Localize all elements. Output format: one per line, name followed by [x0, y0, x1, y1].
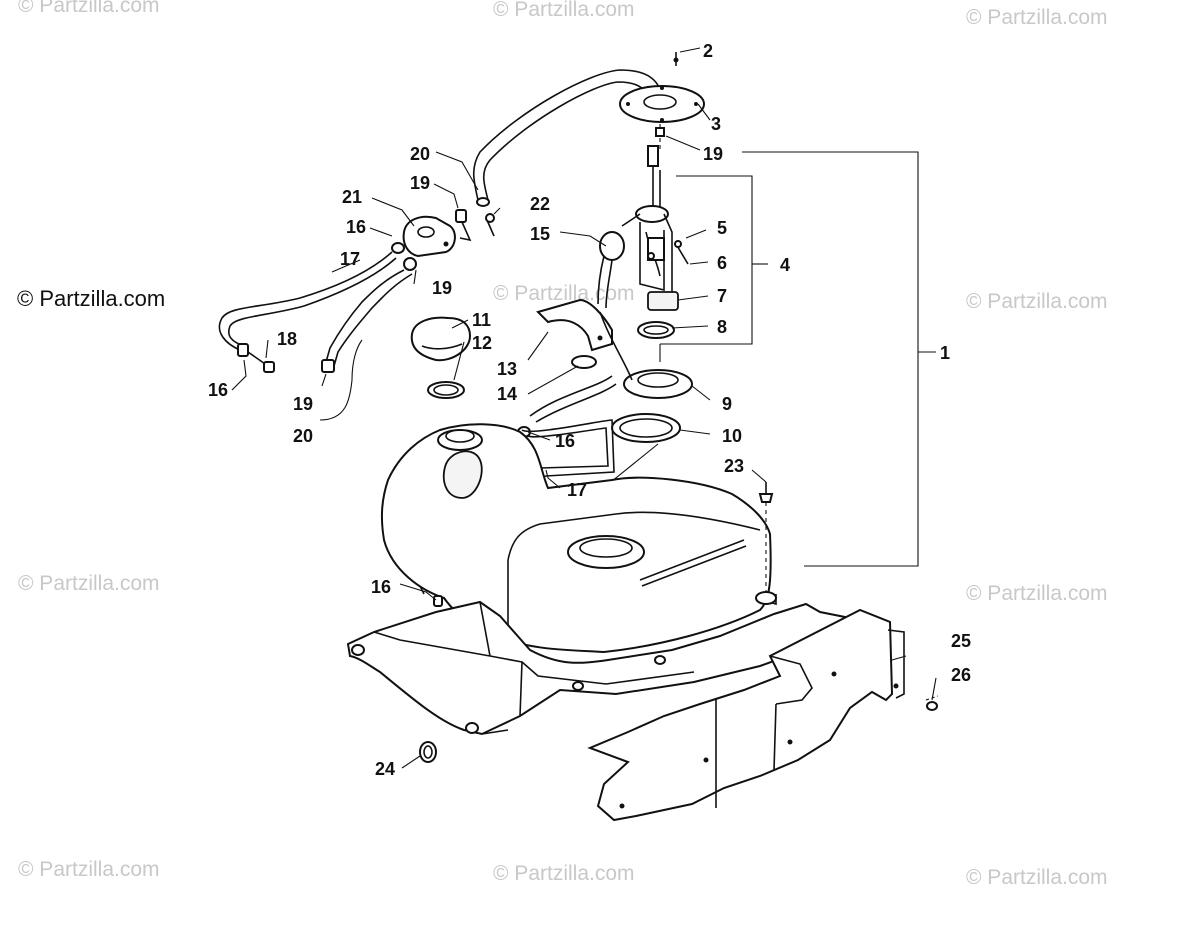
- tank-mount-frame: [346, 600, 890, 736]
- fuel-tank: [380, 423, 777, 654]
- leader-lines: [231, 47, 937, 769]
- watermark-left-dark: © Partzilla.com: [17, 286, 166, 311]
- callout-6: 6: [717, 253, 728, 273]
- callout-24: 24: [375, 759, 396, 779]
- callout-18: 18: [277, 329, 298, 349]
- callout-13: 13: [497, 359, 518, 379]
- watermark-top-center: © Partzilla.com: [493, 0, 635, 21]
- grommet: [419, 741, 437, 763]
- watermark-low-left: © Partzilla.com: [18, 572, 160, 595]
- callout-25: 25: [951, 631, 972, 651]
- callout-16-mid: 16: [555, 431, 576, 451]
- heat-shield: [587, 608, 905, 822]
- callout-3: 3: [711, 114, 722, 134]
- assembly-bracket-4: [660, 175, 768, 345]
- callout-19-low: 19: [293, 394, 314, 414]
- callout-17-top: 17: [340, 249, 361, 269]
- callout-20-low: 20: [293, 426, 314, 446]
- fuel-cap: [410, 316, 472, 399]
- callout-1: 1: [940, 343, 951, 363]
- callout-10: 10: [722, 426, 743, 446]
- callout-20-top: 20: [410, 144, 431, 164]
- watermark-top-right: © Partzilla.com: [966, 6, 1108, 29]
- vent-hose-upper: [472, 69, 663, 207]
- callout-11: 11: [472, 310, 492, 330]
- callout-7: 7: [717, 286, 728, 306]
- hose-left: [218, 242, 417, 373]
- watermark-bottom-left: © Partzilla.com: [18, 858, 160, 881]
- callout-15: 15: [530, 224, 551, 244]
- callout-4: 4: [780, 255, 791, 275]
- pump-plate: [619, 52, 705, 123]
- callout-19-top: 19: [703, 144, 724, 164]
- fuel-filter: [536, 213, 641, 381]
- callout-22: 22: [530, 194, 551, 214]
- callout-23: 23: [724, 456, 745, 476]
- callout-14: 14: [497, 384, 518, 404]
- callout-2: 2: [703, 41, 714, 61]
- callout-21: 21: [342, 187, 363, 207]
- watermark-top-left: © Partzilla.com: [18, 0, 160, 17]
- callout-12: 12: [472, 333, 493, 353]
- callout-16-bottom: 16: [371, 577, 392, 597]
- watermark-bottom-center: © Partzilla.com: [493, 862, 635, 885]
- callout-16-top: 16: [346, 217, 367, 237]
- callout-16-left: 16: [208, 380, 229, 400]
- callout-26: 26: [951, 665, 972, 685]
- assembly-bracket-1: [742, 151, 936, 567]
- callout-8: 8: [717, 317, 728, 337]
- callout-19-right: 19: [432, 278, 453, 298]
- callout-5: 5: [717, 218, 728, 238]
- callout-19-mid: 19: [410, 173, 431, 193]
- t-fitting: [237, 343, 275, 373]
- watermark-mid-right: © Partzilla.com: [966, 290, 1108, 313]
- callout-9: 9: [722, 394, 733, 414]
- watermark-low-right: © Partzilla.com: [966, 582, 1108, 605]
- rollover-valve: [402, 209, 495, 258]
- fuel-pump-sender: [635, 145, 673, 294]
- callout-17-mid: 17: [567, 480, 588, 500]
- watermark-bottom-right: © Partzilla.com: [966, 866, 1108, 889]
